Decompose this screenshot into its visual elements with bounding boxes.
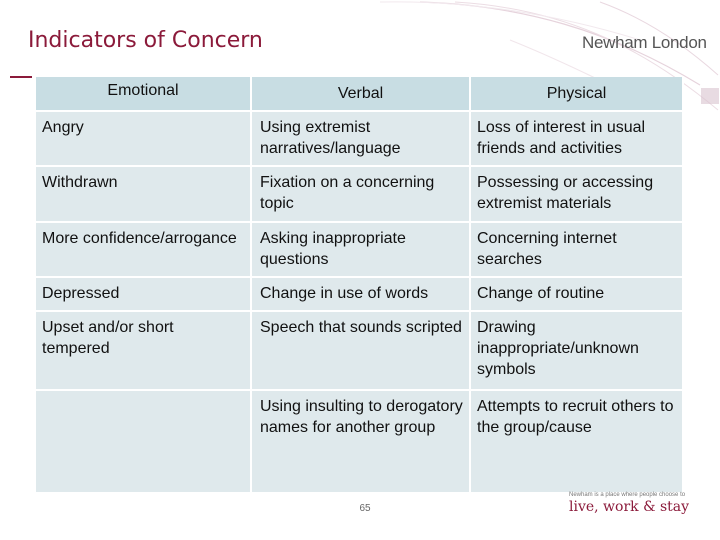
table-header-row: Emotional Verbal Physical: [36, 77, 684, 112]
table-cell: More confidence/arrogance: [36, 223, 252, 278]
table-cell: Depressed: [36, 278, 252, 312]
table-cell: Attempts to recruit others to the group/…: [471, 391, 684, 494]
table-row: Depressed Change in use of words Change …: [36, 278, 684, 312]
table-cell: Angry: [36, 112, 252, 167]
column-header-emotional: Emotional: [36, 77, 252, 112]
table-row: More confidence/arrogance Asking inappro…: [36, 223, 684, 278]
table-cell: Using extremist narratives/language: [252, 112, 471, 167]
newham-london-logo: Newham London: [582, 33, 707, 53]
table-cell: Asking inappropriate questions: [252, 223, 471, 278]
footer-strapline: Newham is a place where people choose to: [569, 492, 686, 498]
table-cell: Loss of interest in usual friends and ac…: [471, 112, 684, 167]
table-cell: [36, 391, 252, 494]
table-cell: Drawing inappropriate/unknown symbols: [471, 312, 684, 391]
table-row: Angry Using extremist narratives/languag…: [36, 112, 684, 167]
table-cell: Fixation on a concerning topic: [252, 167, 471, 223]
table-row: Using insulting to derogatory names for …: [36, 391, 684, 494]
logo-text-london: London: [651, 33, 707, 52]
column-header-verbal: Verbal: [252, 77, 471, 112]
page-number: 65: [359, 503, 371, 514]
table-cell: Using insulting to derogatory names for …: [252, 391, 471, 494]
column-header-physical: Physical: [471, 77, 684, 112]
table-row: Upset and/or short tempered Speech that …: [36, 312, 684, 391]
table-cell: Possessing or accessing extremist materi…: [471, 167, 684, 223]
table-cell: Withdrawn: [36, 167, 252, 223]
logo-text-newham: Newham: [582, 33, 648, 52]
table-cell: Change in use of words: [252, 278, 471, 312]
indicators-table: Emotional Verbal Physical Angry Using ex…: [36, 77, 684, 494]
table-cell: Concerning internet searches: [471, 223, 684, 278]
table-cell: Change of routine: [471, 278, 684, 312]
table-cell: Upset and/or short tempered: [36, 312, 252, 391]
page-title: Indicators of Concern: [28, 28, 263, 53]
table-cell: Speech that sounds scripted: [252, 312, 471, 391]
footer-tagline-logo: live, work & stay: [569, 499, 690, 515]
title-underline: [10, 76, 32, 78]
table-row: Withdrawn Fixation on a concerning topic…: [36, 167, 684, 223]
